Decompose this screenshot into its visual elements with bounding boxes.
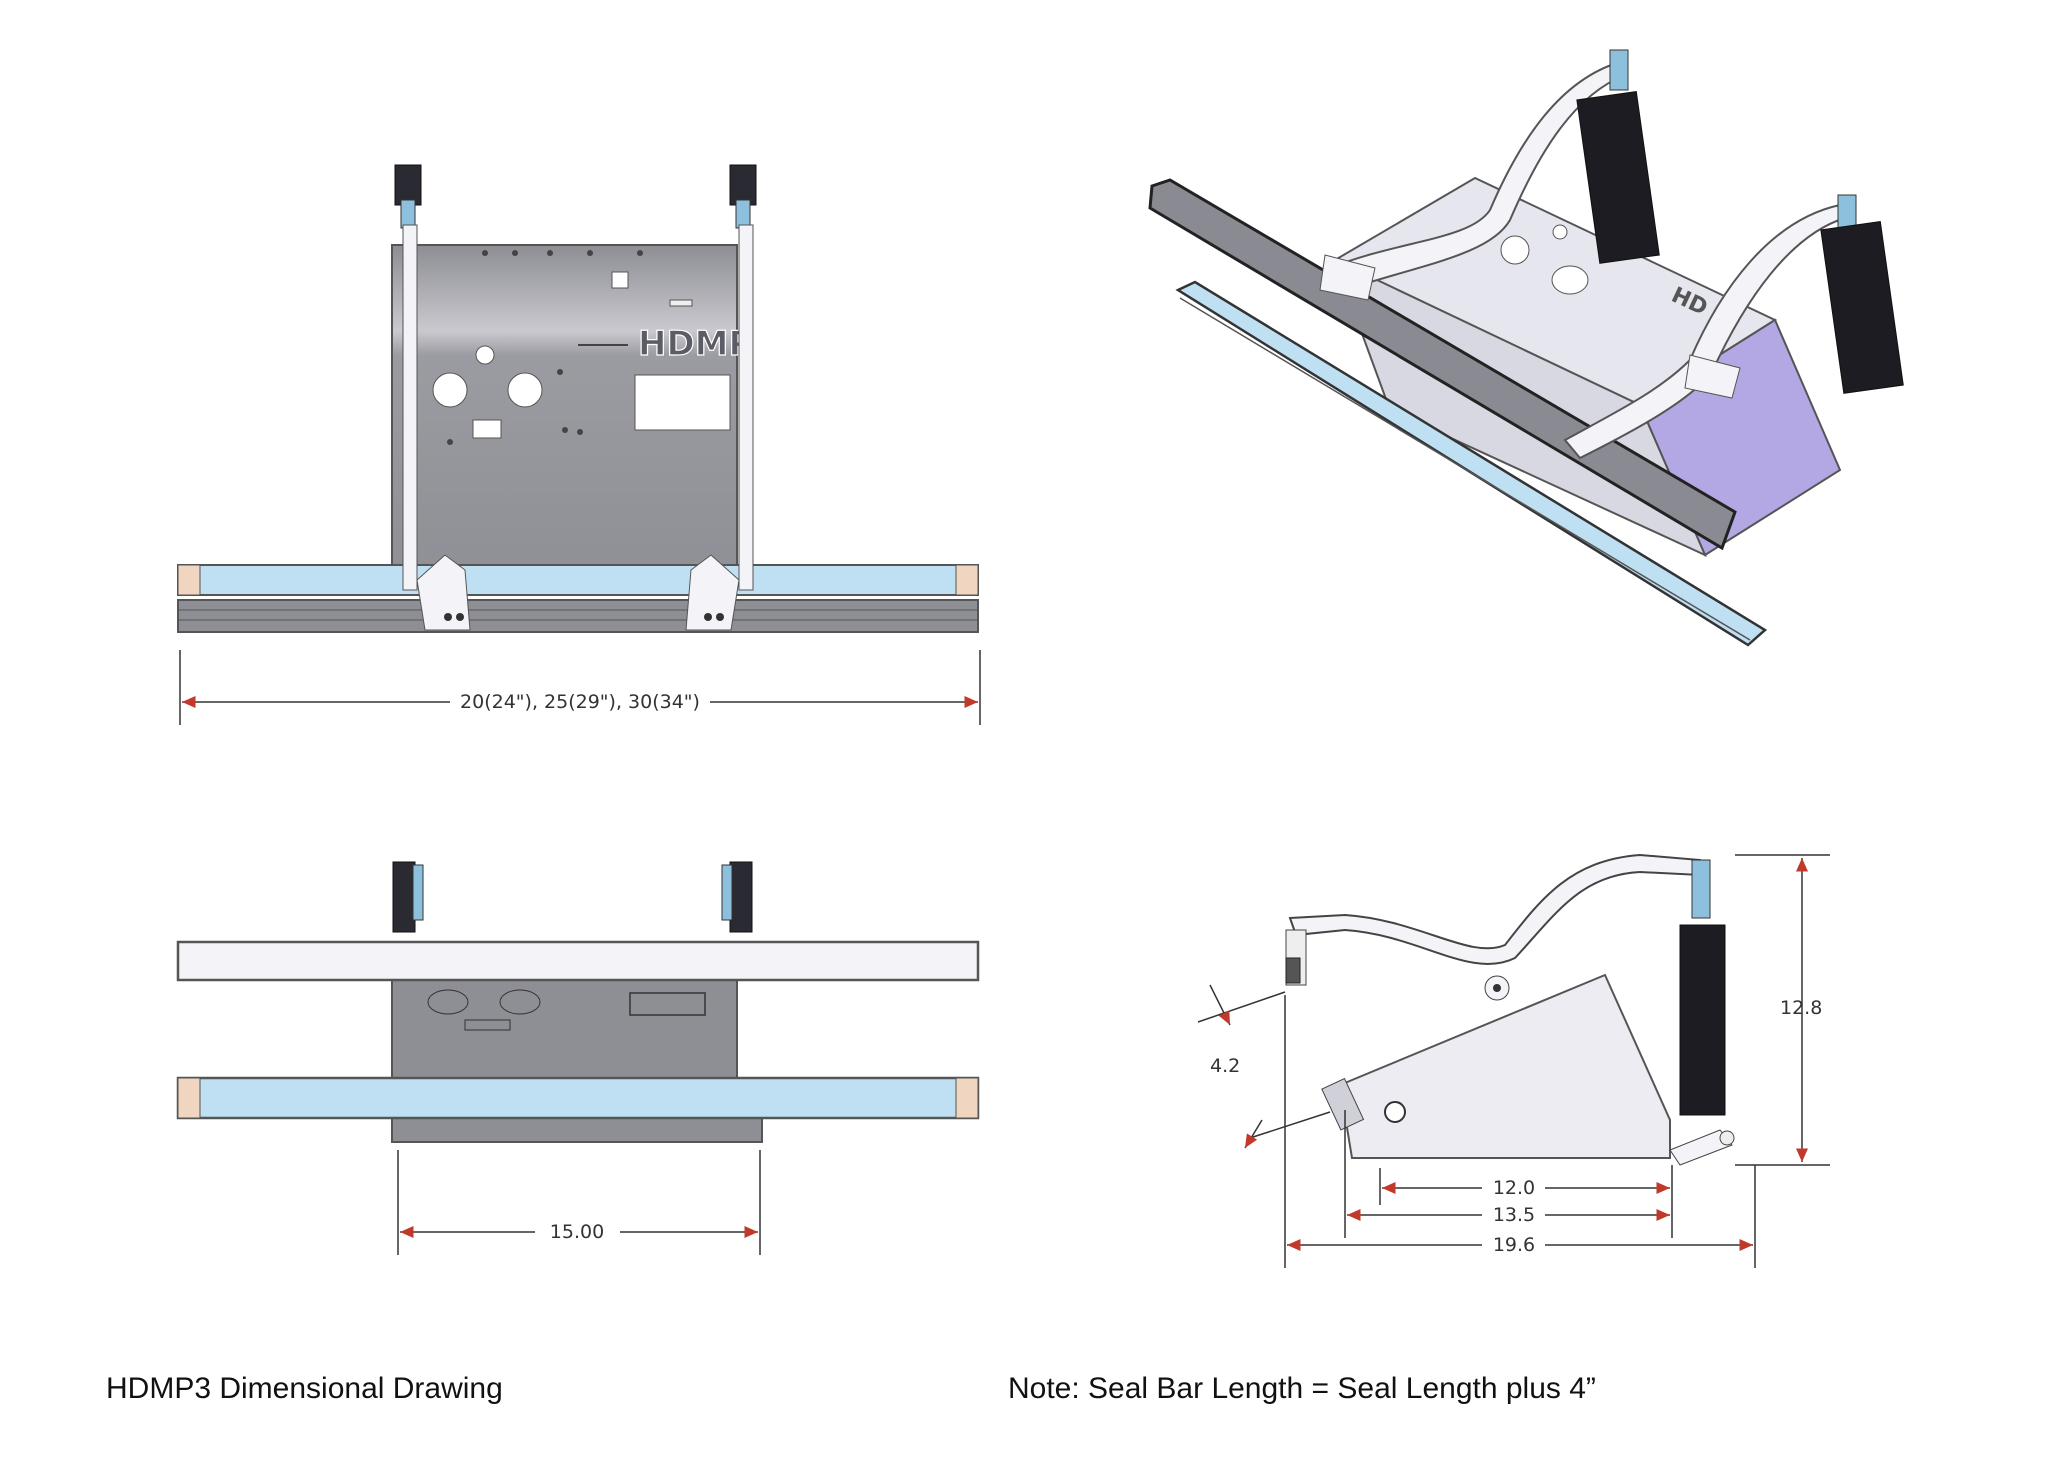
side-arm	[1288, 853, 1701, 965]
side-height-dimension: 12.8	[1780, 997, 1822, 1019]
isometric-view: HD	[1148, 49, 1904, 647]
drawing-title: HDMP3 Dimensional Drawing	[106, 1372, 503, 1405]
iso-lower-seal-bar	[1175, 280, 1768, 647]
top-lower-seal-bar	[176, 1076, 980, 1120]
front-indicator	[611, 271, 629, 289]
seal-bar-note: Note: Seal Bar Length = Seal Length plus…	[1008, 1372, 1596, 1405]
side-base-dimension-1: 12.0	[1493, 1177, 1535, 1199]
iso-cylinder-right	[1820, 194, 1904, 394]
front-arm-right	[685, 164, 757, 631]
side-cylinder	[1679, 859, 1726, 1116]
front-arm-left	[394, 164, 471, 631]
front-label-plate	[634, 374, 731, 431]
iso-cylinder-left	[1576, 49, 1660, 264]
top-cylinder-right	[721, 861, 753, 933]
front-switch	[472, 419, 502, 439]
front-port-right	[507, 372, 543, 408]
front-seal-bar-rail	[177, 599, 979, 633]
front-seal-bar-blue	[177, 564, 979, 596]
side-housing	[1338, 973, 1671, 1159]
top-view: 15.00	[176, 861, 980, 1255]
front-brand-text: HDMP	[638, 324, 753, 364]
front-width-dimension: 20(24"), 25(29"), 30(34")	[460, 691, 700, 713]
side-base-dimension-2: 13.5	[1493, 1204, 1535, 1226]
front-port-small	[475, 345, 495, 365]
top-cylinder-left	[392, 861, 424, 933]
top-upper-bar	[176, 940, 980, 982]
front-view: HDMP 20(2	[177, 164, 981, 725]
iso-upper-bar	[1148, 178, 1737, 551]
side-jaw-dimension: 4.2	[1210, 1055, 1240, 1077]
top-depth-dimension: 15.00	[550, 1221, 604, 1243]
side-base-dimension-3: 19.6	[1493, 1234, 1535, 1256]
front-port-left	[432, 372, 468, 408]
top-housing	[391, 974, 738, 1086]
side-view: 12.8 4.2 12.0 13.5 19.6	[1197, 853, 1830, 1268]
